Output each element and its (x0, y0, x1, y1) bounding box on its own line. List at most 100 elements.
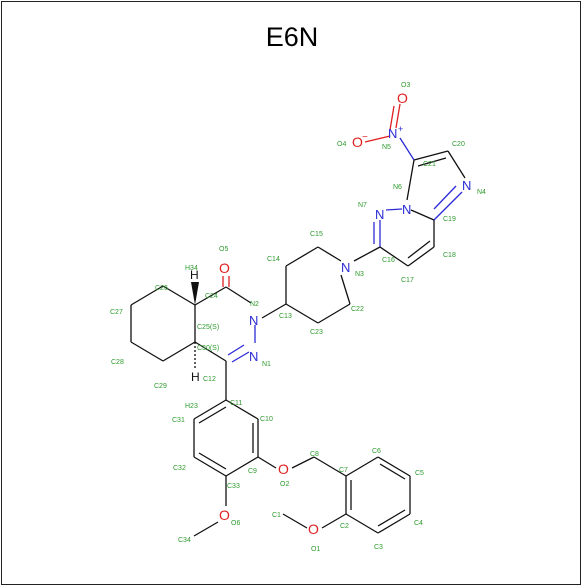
atom-label: C1 (272, 512, 281, 519)
atom-labels: O3 O4 N5 C20 C21 N6 N4 N7 C19 C15 C14 N3… (110, 82, 486, 553)
bond (194, 341, 227, 362)
atom-label: C13 (279, 313, 292, 320)
bond (257, 456, 277, 469)
bond (193, 521, 219, 537)
bond (321, 513, 347, 529)
atom-label: C25(S) (197, 324, 219, 331)
bond (395, 103, 401, 129)
bond (377, 509, 406, 527)
bond (417, 157, 447, 167)
atom-label: C31 (172, 417, 185, 424)
bond (377, 513, 411, 534)
bond (193, 399, 227, 420)
atom-label: C7 (339, 467, 348, 474)
bond (285, 246, 319, 267)
molecule-title: E6N (265, 22, 319, 52)
oxygen-atom: O (352, 134, 363, 150)
nitrogen-atom: N (249, 349, 258, 364)
oxygen-atom: O (219, 260, 230, 276)
atom-label: C11 (230, 400, 242, 407)
atom-label: C19 (443, 216, 456, 223)
bond (225, 286, 252, 304)
atom-label: C29 (154, 383, 167, 390)
positive-charge: + (398, 124, 403, 134)
atom-label: N5 (382, 144, 391, 151)
bond (353, 246, 381, 262)
bond (345, 456, 379, 477)
bond (389, 105, 395, 131)
bond (285, 303, 319, 324)
bond (364, 135, 391, 143)
atom-label: C18 (443, 252, 456, 259)
nitrogen-atom: N (375, 207, 384, 222)
bond (385, 208, 403, 211)
negative-charge: − (362, 132, 368, 143)
atom-label: C9 (248, 468, 257, 475)
bond (399, 137, 415, 161)
atom-label: N7 (358, 202, 367, 209)
bond (194, 286, 227, 306)
atom-label: C24 (205, 293, 218, 300)
atom-label: C5 (415, 470, 424, 477)
atom-label: C30(S) (197, 345, 219, 352)
bond (413, 150, 449, 161)
atom-label: N4 (477, 189, 486, 196)
bond (317, 246, 342, 262)
atom-label: H34 (185, 265, 198, 272)
atom-label: C23 (310, 329, 323, 336)
bond (410, 209, 435, 221)
bond (447, 150, 466, 179)
bond (198, 452, 227, 470)
bond (379, 246, 409, 267)
atom-label: O4 (337, 141, 346, 148)
bond (406, 159, 415, 201)
bond (162, 285, 196, 306)
atom-label: N6 (393, 184, 402, 191)
oxygen-atom: O (308, 521, 319, 537)
nitrogen-atom: N (402, 202, 411, 217)
atom-label: C3 (374, 544, 383, 551)
oxygen-atom: O (219, 507, 230, 523)
atom-label: O1 (311, 546, 320, 553)
atom-label: O2 (280, 481, 289, 488)
bond (162, 341, 196, 362)
bond (291, 456, 315, 469)
atom-label: C14 (267, 256, 280, 263)
nitrogen-atom: N (462, 178, 471, 193)
atom-label: C22 (351, 306, 364, 313)
bond (345, 513, 379, 534)
nitrogen-atom: N (388, 126, 397, 141)
bond (379, 463, 406, 480)
atom-label: C27 (110, 309, 123, 316)
atom-label: O5 (219, 246, 228, 253)
hydrogen-atom: H (191, 370, 200, 384)
atom-label: C21 (423, 161, 436, 168)
oxygen-atom: O (397, 90, 408, 106)
atom-label: C6 (372, 448, 381, 455)
atom-label: C8 (310, 451, 319, 458)
atom-label: C10 (260, 416, 273, 423)
bond (130, 285, 164, 306)
bond (198, 406, 227, 424)
bond (407, 246, 435, 267)
atom-label: C15 (310, 231, 323, 238)
hydrogen-atom: H (190, 268, 199, 282)
atom-label: C4 (414, 520, 423, 527)
atom-label: C32 (173, 465, 186, 472)
atom-label: O6 (231, 520, 240, 527)
atom-label: C20 (452, 141, 465, 148)
atom-label: N2 (250, 301, 259, 308)
atom-label: C12 (203, 376, 216, 383)
atom-label: C28 (111, 359, 124, 366)
bond (377, 456, 411, 477)
bonds (130, 103, 466, 537)
bond (227, 344, 245, 356)
atom-label: C33 (227, 483, 240, 490)
atom-label: C26 (155, 285, 168, 292)
nitrogen-atom: N (341, 260, 350, 275)
bond (340, 274, 351, 305)
atom-label: C2 (340, 523, 349, 530)
heteroatoms: O N N N N N N N + O O − H H O O O (190, 90, 471, 537)
